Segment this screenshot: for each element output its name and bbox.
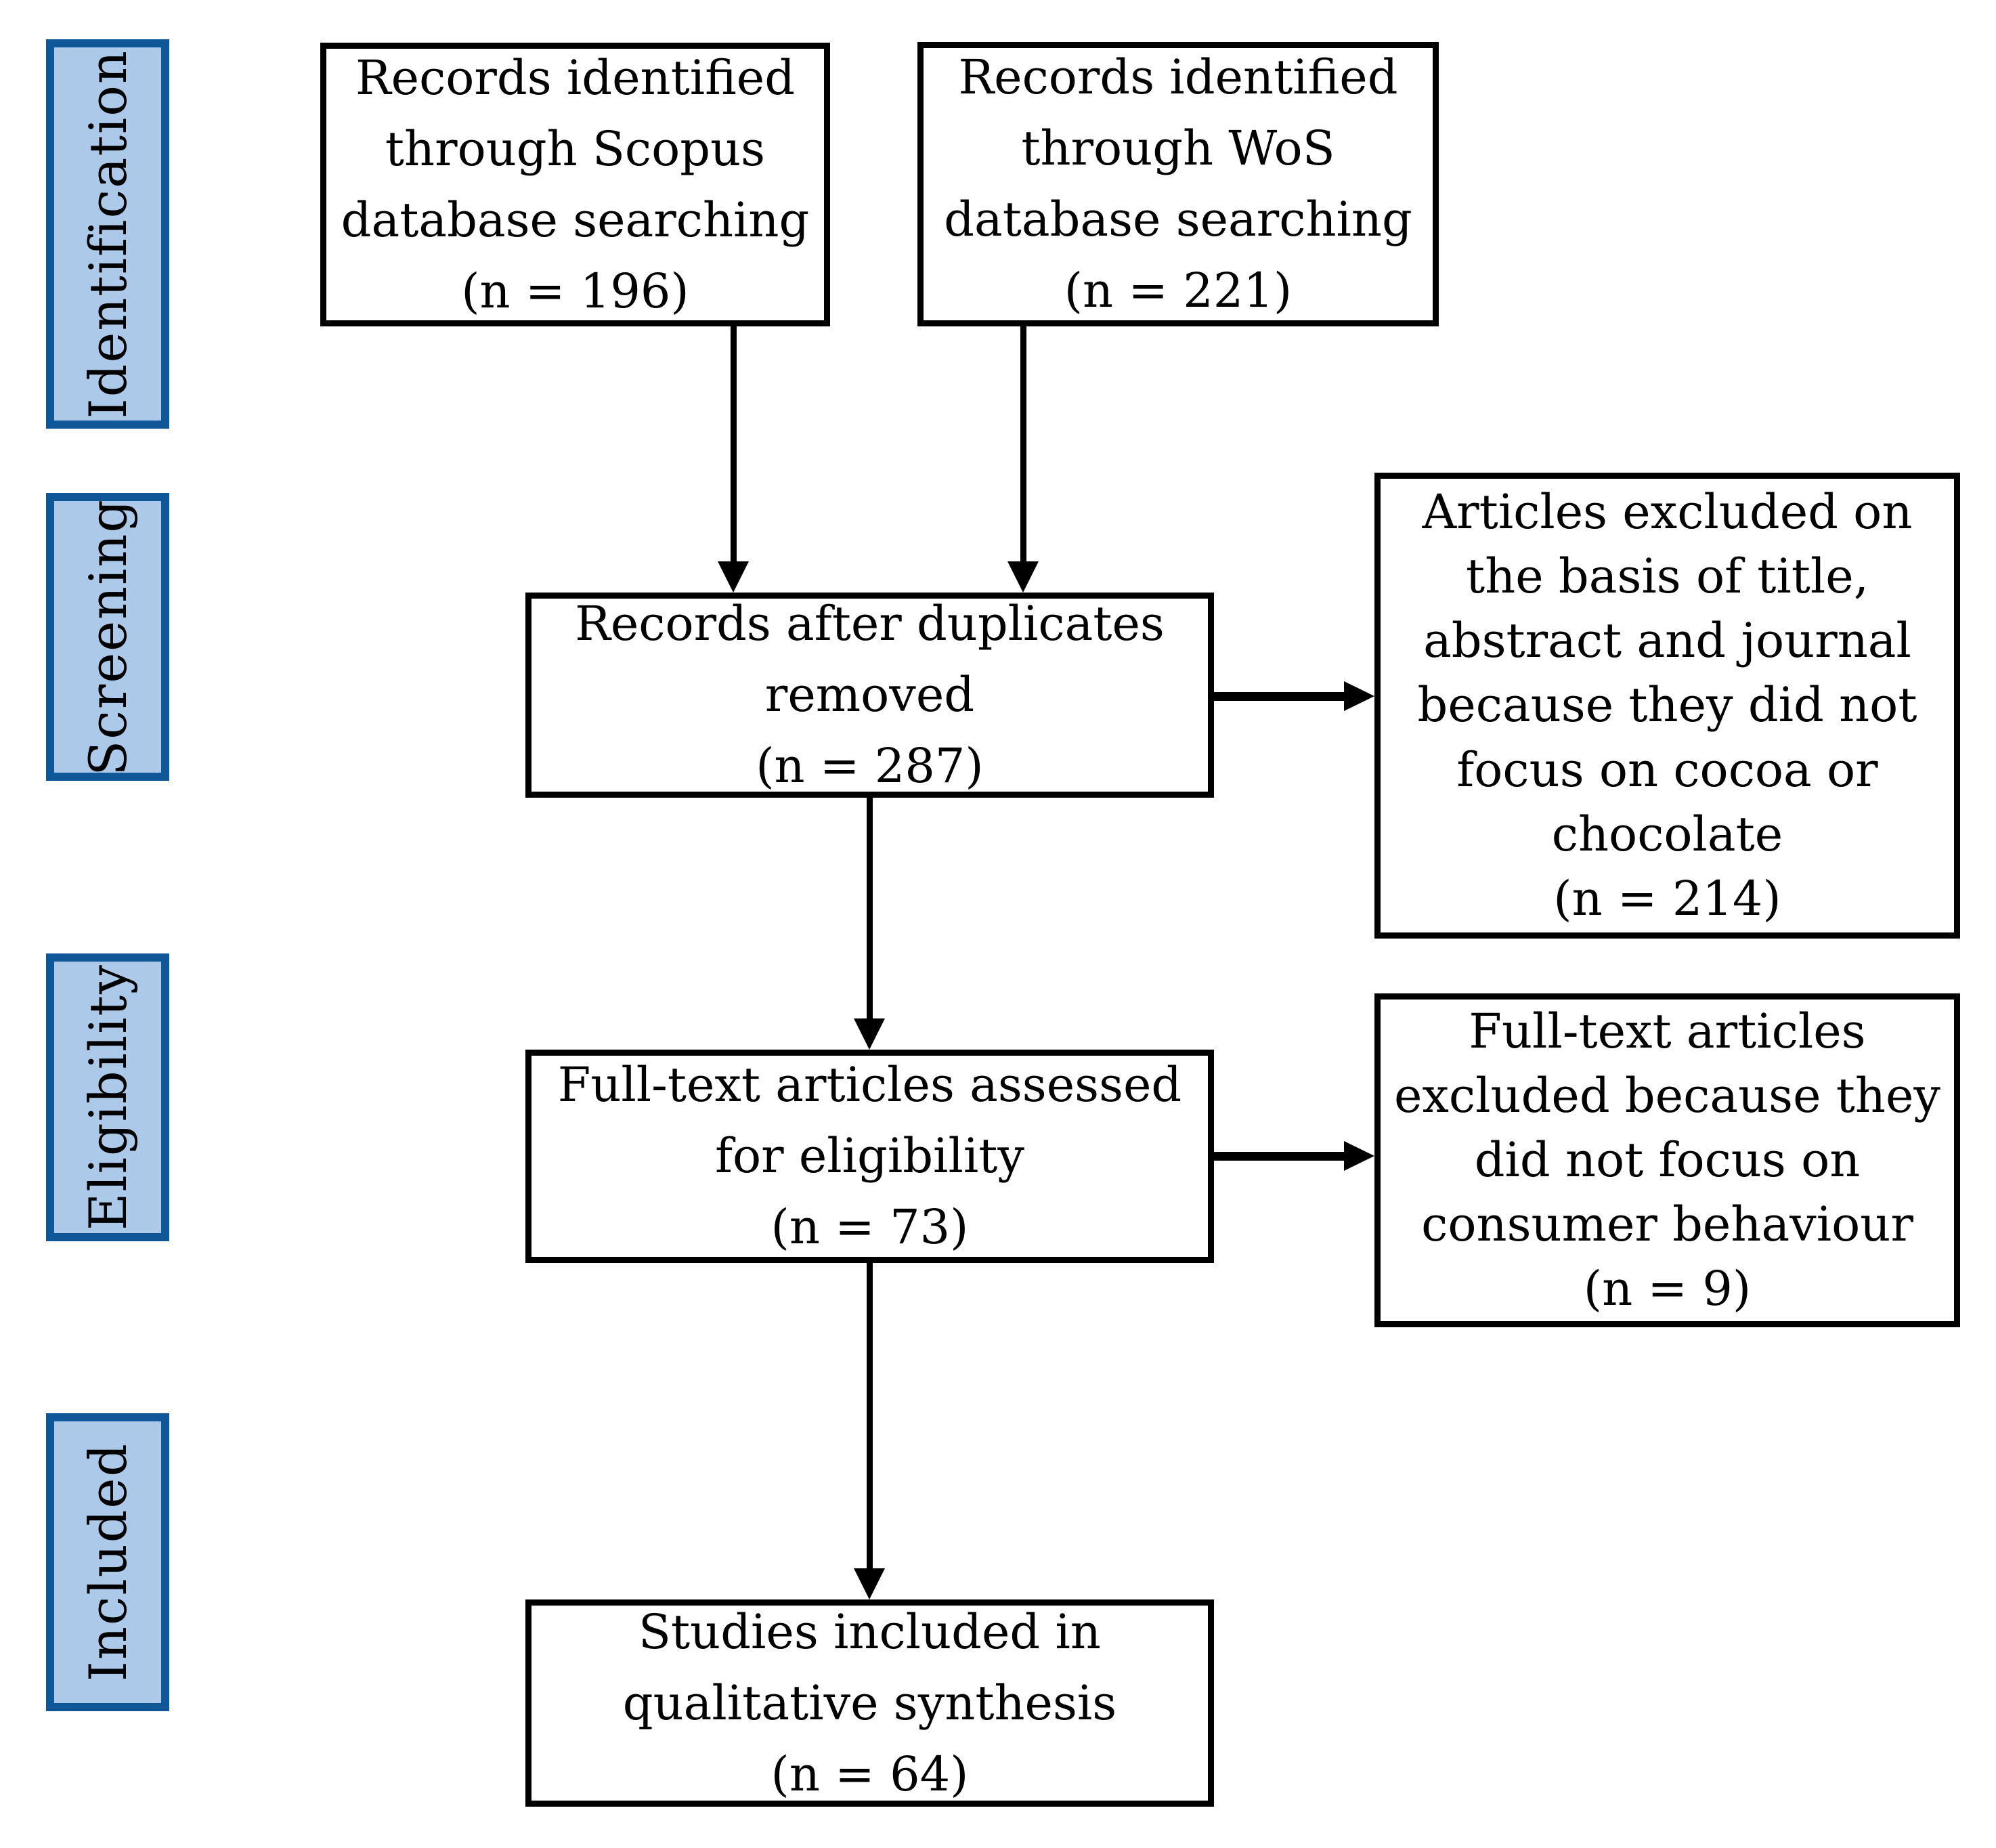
box-included-qualitative: Studies included in qualitative synthesi… [525, 1599, 1214, 1807]
box-included-qualitative-text: Studies included in qualitative synthesi… [622, 1604, 1117, 1802]
arrow-down-head [718, 561, 749, 593]
box-records-scopus: Records identified through Scopus databa… [320, 43, 830, 326]
stage-eligibility-label: Eligibility [77, 964, 138, 1231]
stage-included: Included [46, 1413, 169, 1711]
arrow-shaft [1020, 326, 1026, 561]
stage-identification-label: Identification [77, 49, 138, 419]
arrow-shaft [1214, 692, 1344, 701]
arrow-right-head [1344, 1141, 1374, 1171]
box-excluded-title-abstract-text: Articles excluded on the basis of title,… [1417, 484, 1917, 926]
arrow-shaft [867, 1263, 873, 1568]
stage-eligibility: Eligibility [46, 953, 169, 1241]
box-duplicates-removed: Records after duplicates removed (n = 28… [525, 593, 1214, 798]
box-records-wos-text: Records identified through WoS database … [944, 49, 1412, 318]
arrow-down-head [854, 1018, 885, 1050]
arrow-shaft [867, 798, 873, 1018]
box-excluded-fulltext-text: Full-text articles excluded because they… [1394, 1003, 1940, 1317]
arrow-shaft [1214, 1152, 1344, 1161]
stage-included-label: Included [77, 1442, 138, 1682]
box-excluded-fulltext: Full-text articles excluded because they… [1374, 993, 1960, 1327]
box-excluded-title-abstract: Articles excluded on the basis of title,… [1374, 473, 1960, 939]
box-records-scopus-text: Records identified through Scopus databa… [341, 49, 810, 319]
stage-screening-label: Screening [77, 498, 138, 776]
arrow-shaft [731, 326, 737, 561]
arrow-down-head [854, 1568, 885, 1599]
stage-identification: Identification [46, 39, 169, 429]
box-fulltext-assessed: Full-text articles assessed for eligibil… [525, 1050, 1214, 1263]
box-duplicates-removed-text: Records after duplicates removed (n = 28… [575, 596, 1165, 794]
arrow-right-head [1344, 681, 1374, 711]
box-fulltext-assessed-text: Full-text articles assessed for eligibil… [557, 1057, 1182, 1255]
stage-screening: Screening [46, 493, 169, 781]
arrow-down-head [1007, 561, 1039, 593]
box-records-wos: Records identified through WoS database … [917, 42, 1439, 326]
